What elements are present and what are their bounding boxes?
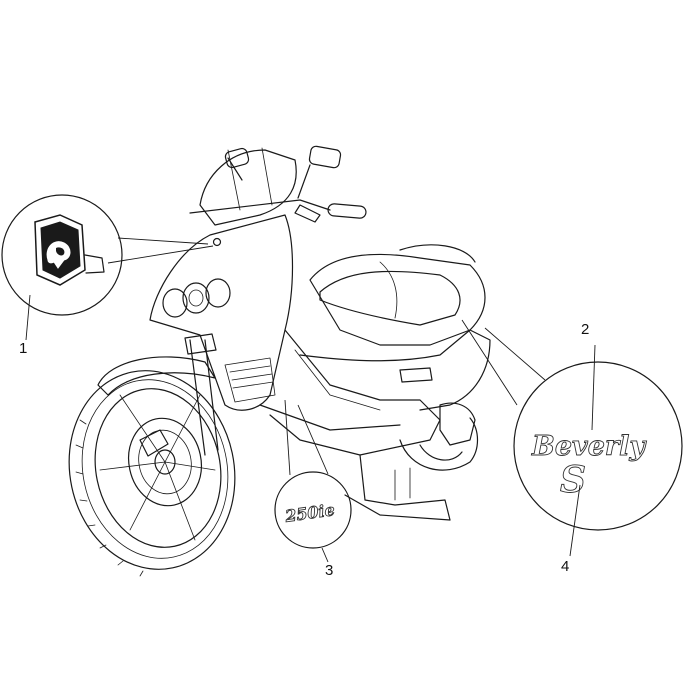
scooter-illustration	[68, 145, 491, 577]
callout-2-4-circle	[513, 361, 683, 531]
callout-number-2: 2	[581, 321, 590, 338]
callout-3-circle	[274, 471, 352, 549]
callout-1-circle	[1, 194, 123, 316]
callout-2-4-group: Beverly S	[461, 319, 683, 557]
callout-number-3: 3	[325, 562, 334, 579]
callout-number-1: 1	[19, 340, 28, 357]
callout-1-group	[1, 194, 214, 341]
s-decal: S	[560, 459, 586, 501]
beverly-decal: Beverly	[531, 431, 647, 462]
engine-badge-decal: 250ie	[283, 500, 336, 526]
callout-number-4: 4	[561, 558, 570, 575]
